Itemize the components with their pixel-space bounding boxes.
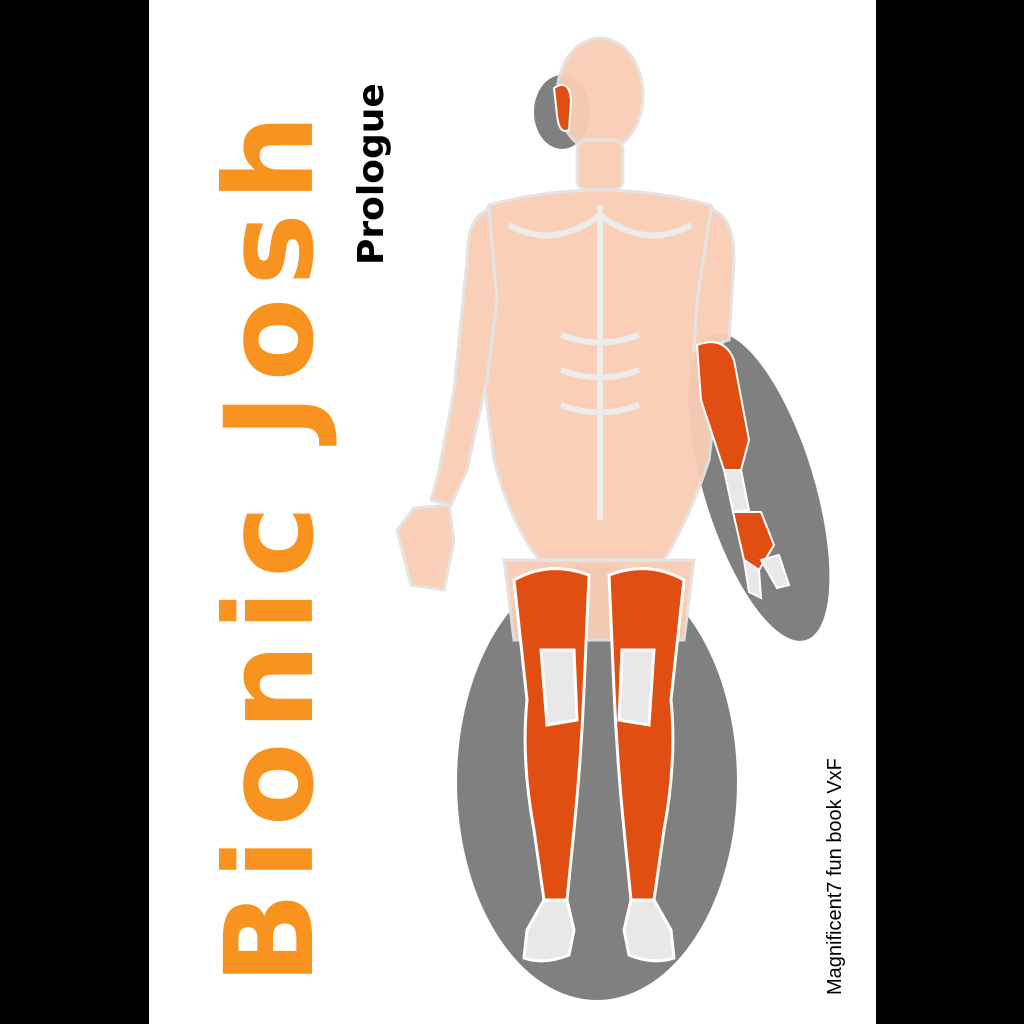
arm-active-muscle [695,341,791,600]
cover-credit: Magnificent7 fun book VxF [824,758,846,995]
legs-active-muscle [512,567,686,963]
head-active-muscle [552,84,573,132]
faded-body-detail [507,205,693,520]
cover-subtitle: Prologue [351,83,392,265]
anatomy-figure [395,36,830,1000]
cover-title: Bionic Josh [199,102,341,985]
faded-body [395,36,736,642]
book-cover: Bionic Josh Prologue Magnificent7 fun bo… [149,0,876,1024]
